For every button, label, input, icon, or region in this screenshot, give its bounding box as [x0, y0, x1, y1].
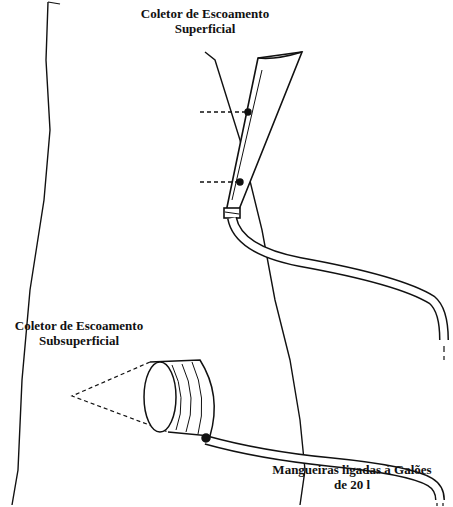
hoses [206, 218, 444, 500]
surface-collector [224, 52, 302, 218]
collector-label: Coletor de Escoamento Superficial [120, 6, 290, 36]
drips [437, 346, 444, 506]
soil-face-top [48, 2, 60, 4]
hose-label: Mangueiras ligadas à Galões de 20 l [268, 462, 436, 492]
collector-label: Coletor de Escoamento Subsuperficial [4, 318, 154, 348]
subsurface-collector [72, 360, 214, 442]
fixing-pins [200, 109, 251, 185]
